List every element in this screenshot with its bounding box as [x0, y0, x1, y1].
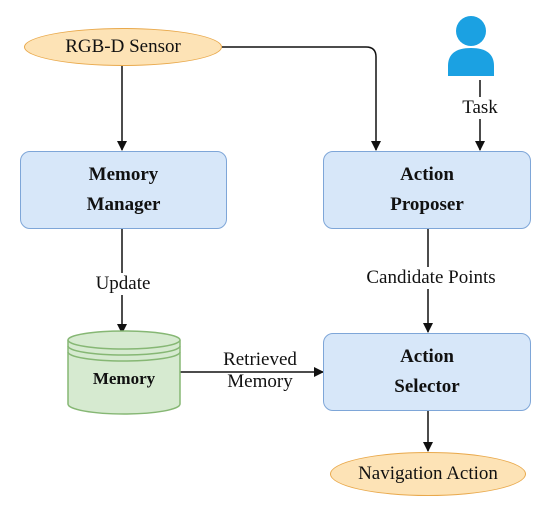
memory-manager-label-line2: Manager — [86, 194, 161, 215]
arrow-sensor-to-action-proposer — [222, 46, 381, 151]
retrieved-memory-label: Retrieved Memory — [212, 349, 308, 393]
rgbd-sensor-label: RGB-D Sensor — [65, 36, 181, 57]
rgbd-sensor-node: RGB-D Sensor — [24, 28, 222, 66]
action-selector-label-line2: Selector — [394, 376, 460, 397]
memory-database-cylinder — [67, 330, 181, 415]
memory-db-label: Memory — [92, 369, 156, 388]
action-selector-node: Action Selector — [323, 333, 531, 411]
retrieved-memory-line2: Memory — [227, 371, 293, 392]
retrieved-memory-line1: Retrieved — [223, 349, 297, 370]
task-label: Task — [456, 97, 504, 119]
navigation-action-node: Navigation Action — [330, 452, 526, 496]
navigation-action-label: Navigation Action — [358, 463, 498, 484]
action-proposer-label-line1: Action — [400, 164, 454, 185]
action-proposer-node: Action Proposer — [323, 151, 531, 229]
action-proposer-label-line2: Proposer — [390, 194, 464, 215]
memory-manager-node: Memory Manager — [20, 151, 227, 229]
candidate-points-label: Candidate Points — [346, 267, 516, 289]
action-selector-label-line1: Action — [400, 346, 454, 367]
update-label: Update — [88, 273, 158, 295]
memory-manager-label-line1: Memory — [88, 164, 159, 185]
user-icon — [448, 16, 494, 76]
